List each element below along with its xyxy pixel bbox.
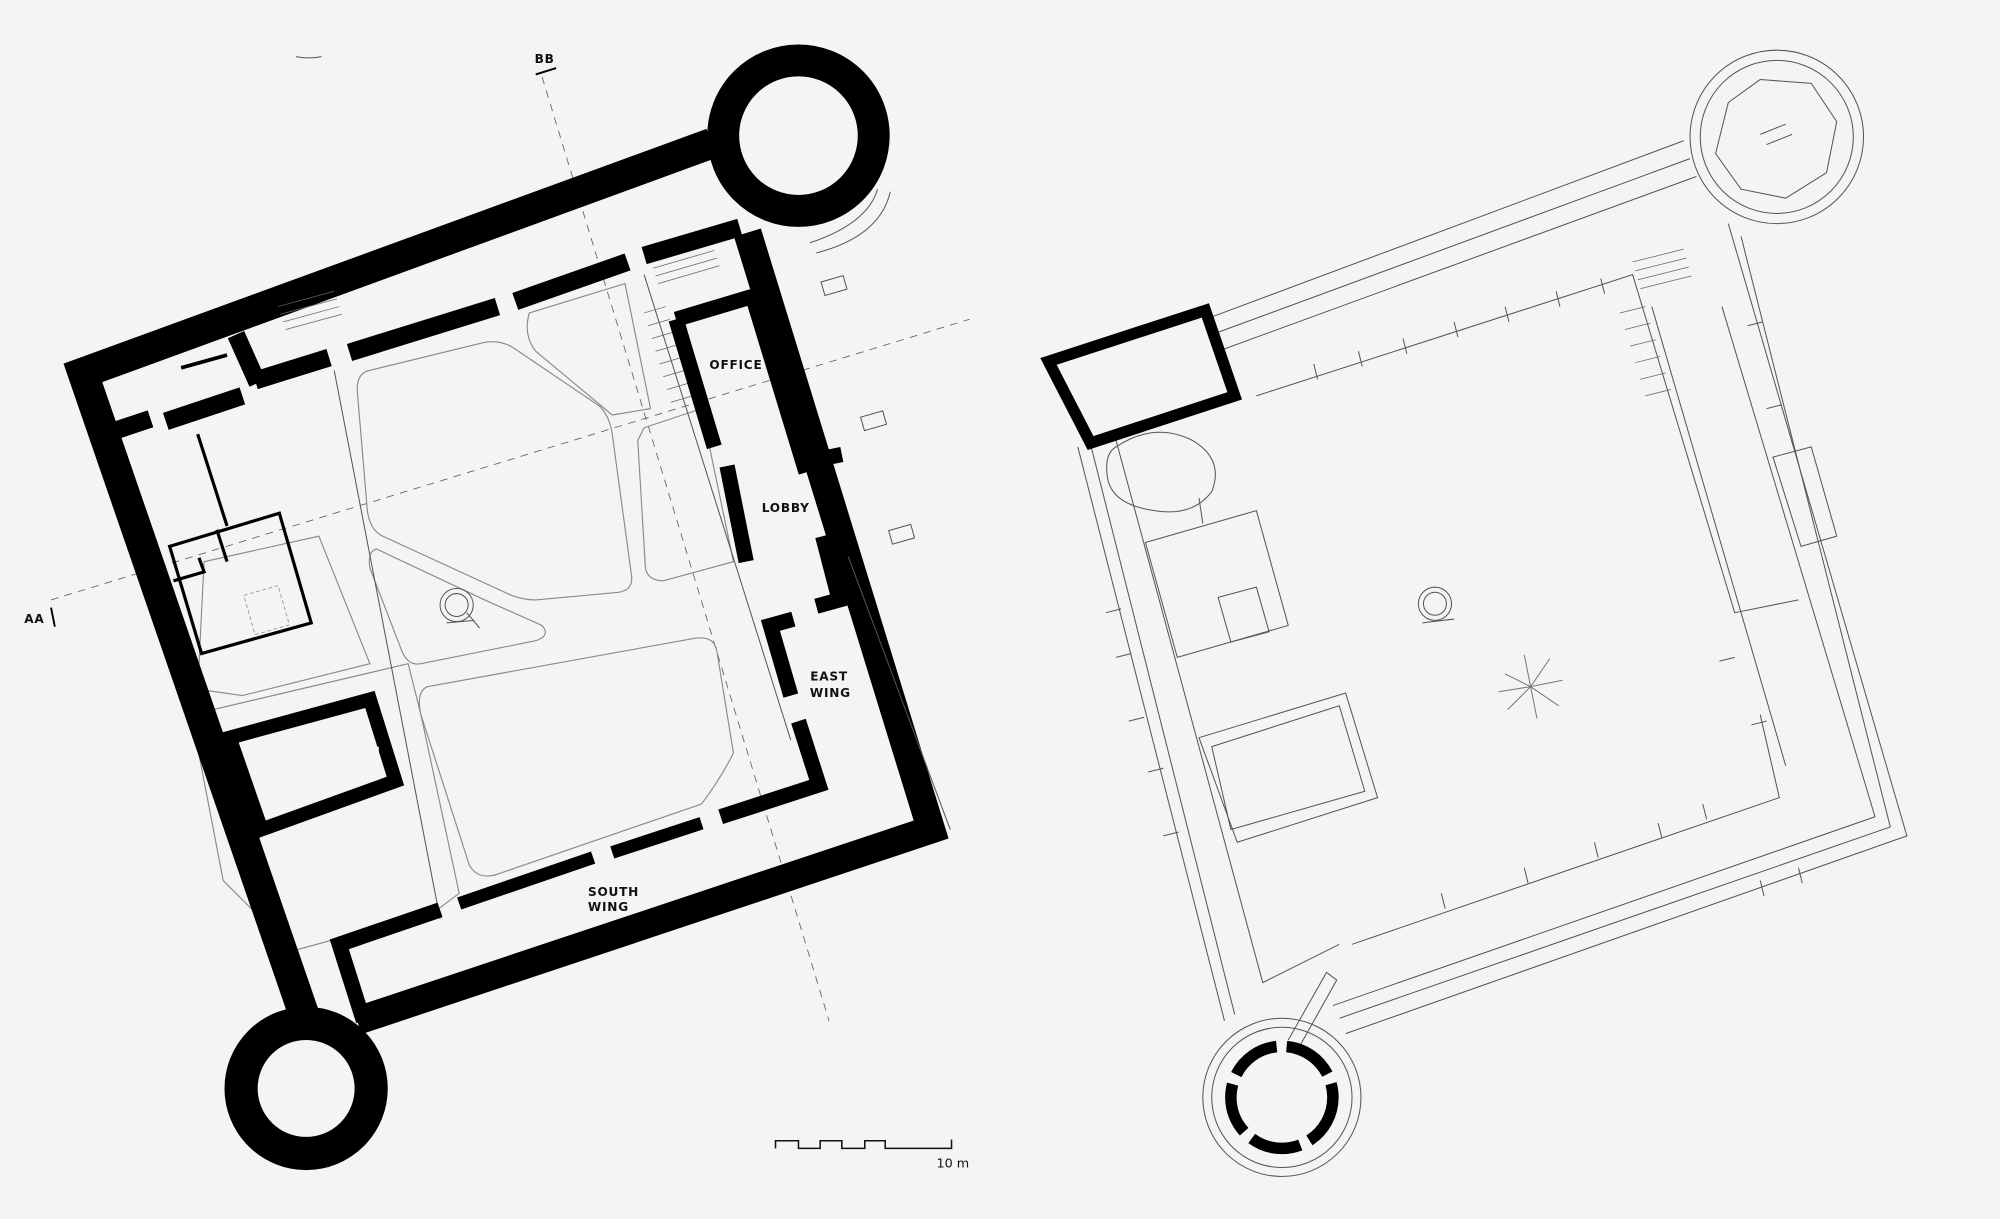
east-wing-wall: [760, 611, 799, 698]
east-annex: [1772, 446, 1838, 547]
inner-wall: [346, 298, 501, 362]
gatehouse: [1040, 303, 1243, 451]
stairs: [277, 250, 720, 403]
outer-wall-nw: [63, 128, 717, 1026]
tree-icon: [1106, 431, 1216, 513]
room-label-east-wing-2: WING: [810, 686, 851, 700]
toilet-block: [167, 433, 314, 656]
office-wall: [673, 286, 814, 475]
left-floor-plan: BB AA OFFICE LOBBY EAST WING SOUTH WING …: [24, 44, 970, 1172]
south-wing-wall: [610, 817, 704, 859]
south-wing-wall: [329, 902, 443, 1024]
right-floor-plan: [1040, 49, 1908, 1177]
fountain-icon: [439, 587, 480, 629]
fountain-icon-existing: [1417, 586, 1455, 624]
edge-arc: [295, 56, 322, 59]
scale-bar-label: 10 m: [936, 1157, 969, 1172]
bench-icons: [820, 275, 916, 545]
room-label-south-wing: SOUTH: [588, 885, 639, 899]
stairs-existing: [1619, 248, 1692, 397]
south-wing-wall: [457, 851, 596, 910]
room-label-lobby: LOBBY: [762, 501, 810, 515]
section-label-aa: AA: [24, 612, 44, 626]
pavilion: [220, 690, 405, 839]
courtyard-paths: [190, 274, 792, 952]
tower-arc: [809, 189, 879, 244]
tower-southwest: [224, 1006, 388, 1171]
scale-bar: 10 m: [774, 1139, 969, 1172]
inner-wall: [162, 387, 246, 430]
lobby-wall: [814, 447, 844, 468]
outer-wall-outline: [1077, 140, 1908, 1035]
inner-wall: [109, 410, 154, 441]
section-marker-aa: [50, 607, 56, 627]
room-label-east-wing: EAST: [810, 669, 848, 683]
section-line-aa: [50, 318, 970, 601]
tower-northeast-existing: [1689, 49, 1865, 225]
section-label-bb: BB: [535, 52, 555, 66]
tower-southwest-existing: [1202, 971, 1362, 1177]
inner-wall: [252, 349, 332, 390]
office-wall: [668, 317, 722, 450]
tower-northeast: [707, 44, 890, 227]
room-label-office: OFFICE: [709, 358, 762, 372]
inner-wall: [180, 353, 228, 370]
room-label-south-wing-2: WING: [588, 900, 629, 914]
section-line-bb: [541, 76, 830, 1021]
palm-tree-icon: [1498, 654, 1563, 719]
courtyard-building: [1144, 510, 1289, 658]
lobby-wall: [814, 534, 849, 614]
inner-wall: [641, 218, 743, 265]
wall-ticks: [1105, 278, 1803, 909]
inner-wall: [512, 253, 631, 310]
section-marker-bb: [535, 67, 557, 76]
lobby-wall: [719, 464, 754, 564]
courtyard-basin: [1198, 692, 1379, 843]
outer-wall-se: [352, 228, 949, 1035]
east-wing-wall: [718, 718, 829, 825]
